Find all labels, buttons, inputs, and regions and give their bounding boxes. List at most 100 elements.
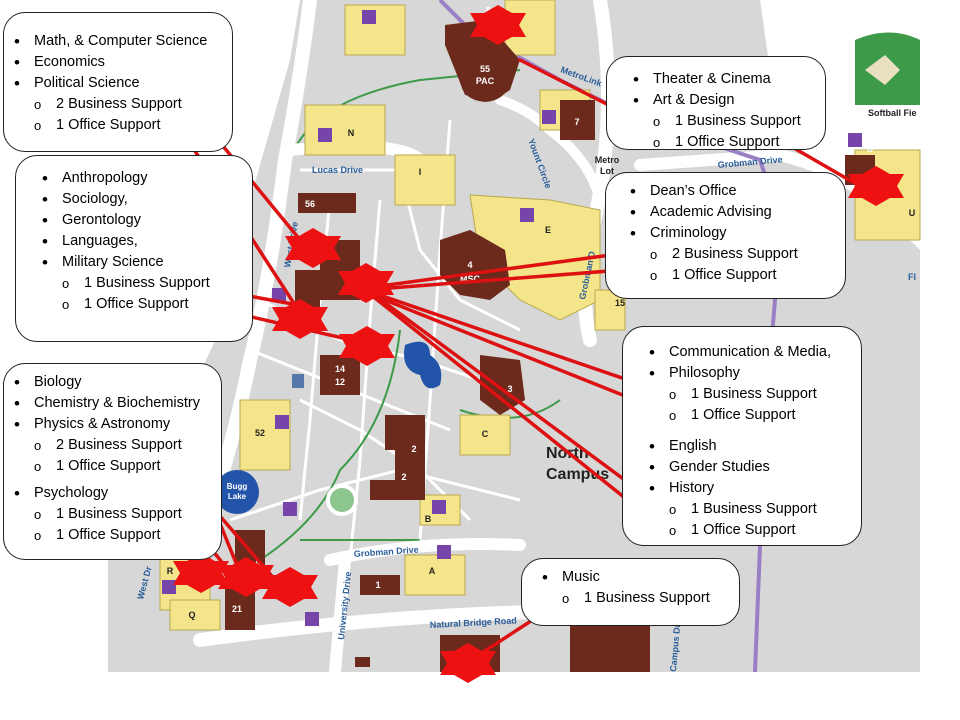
bullet-icon: • bbox=[649, 364, 655, 383]
callout-deans: •Dean’s Office•Academic Advising•Crimino… bbox=[605, 172, 846, 299]
callout-item: •Economics bbox=[12, 52, 232, 73]
callout-item-text: 1 Office Support bbox=[56, 527, 161, 543]
bugg-lake-label-2: Lake bbox=[228, 492, 247, 501]
callout-item: •Languages, bbox=[40, 231, 252, 252]
bldg-2b-label: 2 bbox=[401, 472, 406, 482]
callout-item-text: Anthropology bbox=[62, 170, 148, 186]
circle-bullet-icon: o bbox=[62, 297, 70, 312]
callout-item-text: Biology bbox=[34, 374, 82, 390]
callout-biology: • Biology •Chemistry & Biochemistry• Physic… bbox=[3, 363, 222, 560]
callout-item-text: 1 Business Support bbox=[584, 590, 710, 606]
bldg-21-label: 21 bbox=[232, 604, 242, 614]
callout-item-text: Art & Design bbox=[653, 92, 735, 108]
callout-item-text: 1 Office Support bbox=[691, 522, 796, 538]
bullet-icon: • bbox=[630, 224, 636, 243]
callout-item: • Anthropology bbox=[40, 168, 252, 189]
bullet-icon: • bbox=[14, 53, 20, 72]
callout-item: •Gerontology bbox=[40, 210, 252, 231]
callout-item: o 1 Office Support bbox=[40, 294, 252, 315]
bldg-e-label: E bbox=[545, 225, 551, 235]
fl-road-label: Fl bbox=[908, 272, 916, 282]
callout-item-text: 1 Office Support bbox=[56, 458, 161, 474]
callout-item-text: Philosophy bbox=[669, 365, 740, 381]
callout-item-text: 1 Business Support bbox=[691, 501, 817, 517]
callout-list: • Biology •Chemistry & Biochemistry• Physic… bbox=[12, 372, 221, 546]
bullet-icon: • bbox=[649, 479, 655, 498]
callout-item: •Gender Studies bbox=[647, 457, 861, 478]
circle-bullet-icon: o bbox=[34, 438, 42, 453]
star-music bbox=[440, 643, 496, 683]
callout-item: • Academic Advising bbox=[628, 202, 845, 223]
callout-item: •Military Science bbox=[40, 252, 252, 273]
star-west-lower bbox=[272, 299, 328, 339]
bullet-icon: • bbox=[14, 74, 20, 93]
callout-item-text: 1 Office Support bbox=[84, 296, 189, 312]
bldg-52-label: 52 bbox=[255, 428, 265, 438]
callout-item: •Art & Design bbox=[631, 90, 825, 111]
bullet-icon: • bbox=[42, 190, 48, 209]
callout-item-text: 1 Office Support bbox=[56, 117, 161, 133]
callout-item-text: 1 Business Support bbox=[84, 275, 210, 291]
callout-item-text: 2 Business Support bbox=[56, 437, 182, 453]
metro-lot-label-1: Metro bbox=[595, 155, 620, 165]
bldg-b-label: B bbox=[425, 514, 432, 524]
accessibility-icons bbox=[162, 10, 862, 626]
bullet-icon: • bbox=[14, 373, 20, 392]
callout-item-text: Physics & Astronomy bbox=[34, 416, 171, 432]
circle-bullet-icon: o bbox=[653, 135, 661, 150]
callout-item-text: 1 Office Support bbox=[691, 407, 796, 423]
circle-bullet-icon: o bbox=[669, 408, 677, 423]
bullet-icon: • bbox=[14, 394, 20, 413]
callout-item: •History bbox=[647, 478, 861, 499]
callout-item: o 1 Office Support bbox=[12, 525, 221, 546]
star-56 bbox=[285, 228, 341, 268]
bldg-msc-label: MSC bbox=[460, 274, 481, 284]
callout-item-text: 2 Business Support bbox=[56, 96, 182, 112]
bldg-56-label: 56 bbox=[305, 199, 315, 209]
pac-label: PAC bbox=[476, 76, 495, 86]
blue-marker bbox=[292, 374, 304, 388]
bldg-8-label: 8 bbox=[485, 5, 490, 15]
circle-bullet-icon: o bbox=[650, 268, 658, 283]
circle-bullet-icon: o bbox=[34, 97, 42, 112]
callout-item: o 1 Office Support bbox=[647, 405, 861, 426]
callout-item: o 1 Office Support bbox=[12, 456, 221, 477]
callout-item: •Math, & Computer Science bbox=[12, 31, 232, 52]
bldg-14-label: 14 bbox=[335, 364, 345, 374]
callout-item: •Chemistry & Biochemistry bbox=[12, 393, 221, 414]
bullet-icon: • bbox=[649, 458, 655, 477]
grobman-drive-bottom-label: Grobman Drive bbox=[353, 544, 419, 559]
callout-item-text: Music bbox=[562, 569, 600, 585]
callout-math-cs: •Math, & Computer Science•Economics•Poli… bbox=[3, 12, 233, 152]
callout-item-text: Math, & Computer Science bbox=[34, 33, 208, 49]
callout-item-text: Criminology bbox=[650, 225, 727, 241]
star-pac bbox=[470, 5, 526, 45]
bldg-q-label: Q bbox=[188, 610, 195, 620]
location-stars bbox=[173, 5, 904, 683]
circle-bullet-icon: o bbox=[34, 507, 42, 522]
bugg-lake-label-1: Bugg bbox=[227, 482, 248, 491]
callout-item-text: 1 Business Support bbox=[56, 506, 182, 522]
bullet-icon: • bbox=[42, 211, 48, 230]
callout-item-text: Sociology, bbox=[62, 191, 128, 207]
star-bio-3 bbox=[262, 567, 318, 607]
bullet-icon: • bbox=[630, 203, 636, 222]
bullet-icon: • bbox=[42, 253, 48, 272]
callout-item-text: Academic Advising bbox=[650, 204, 772, 220]
callout-list: •Math, & Computer Science•Economics•Poli… bbox=[12, 31, 232, 136]
circle-bullet-icon: o bbox=[669, 387, 677, 402]
circle-bullet-icon: o bbox=[34, 528, 42, 543]
circle-bullet-icon: o bbox=[34, 459, 42, 474]
bullet-icon: • bbox=[42, 169, 48, 188]
callout-list: •Dean’s Office•Academic Advising•Crimino… bbox=[628, 181, 845, 286]
